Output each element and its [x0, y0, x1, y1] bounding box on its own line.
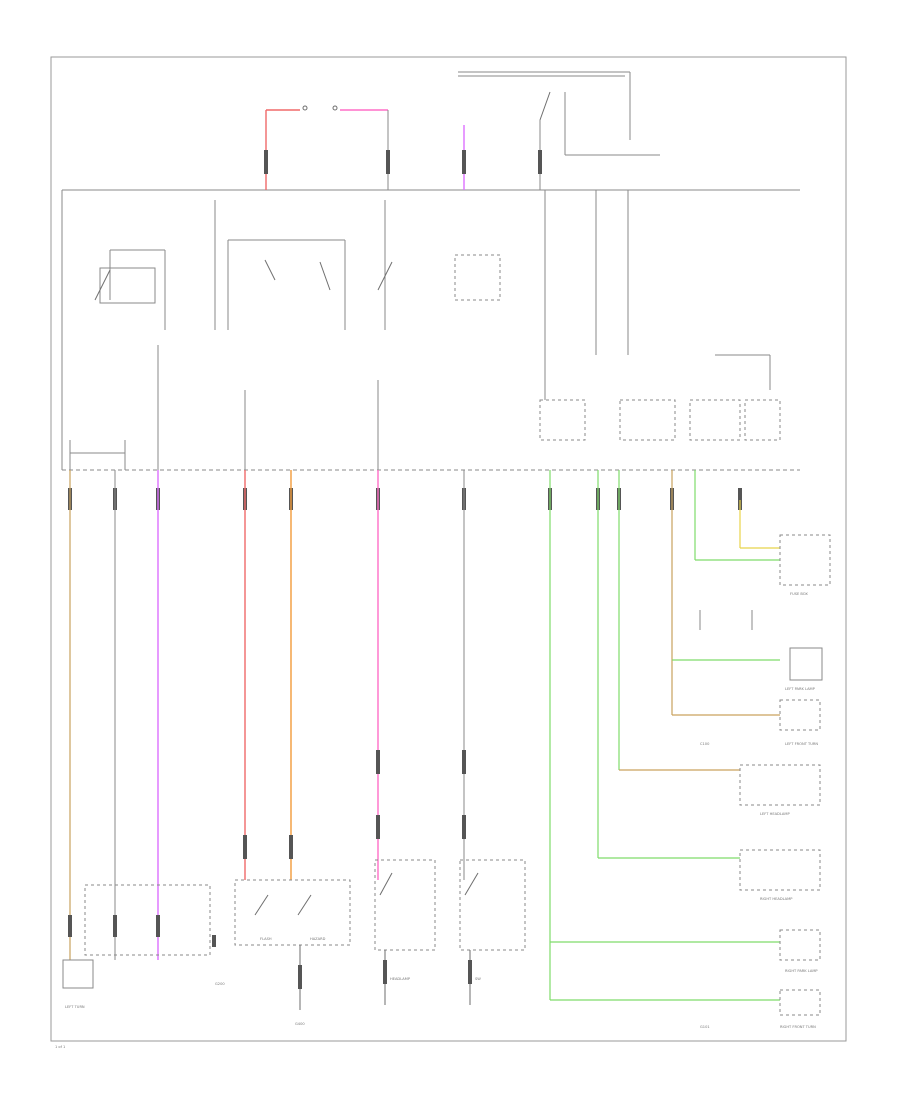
label-left-park-lamp: LEFT PARK LAMP — [785, 687, 816, 691]
left-relay — [94, 200, 216, 330]
top-bus — [61, 189, 800, 470]
label-sw: SW — [475, 977, 481, 981]
label-right-front-turn: RIGHT FRONT TURN — [780, 1025, 816, 1029]
center-switch-block — [227, 200, 501, 330]
label-left-front-turn: LEFT FRONT TURN — [785, 742, 818, 746]
label-headlamp: HEADLAMP — [390, 977, 411, 981]
label-right-headlamp: RIGHT HEADLAMP — [760, 897, 793, 901]
bottom-devices — [62, 859, 526, 1010]
bus-connectors — [68, 488, 742, 510]
labels: LEFT TURN G200 G400 FLASH HAZARD HEADLAM… — [55, 592, 818, 1049]
top-fuse-module — [264, 105, 466, 190]
drops-to-lower-bus — [157, 190, 771, 470]
label-g400: G400 — [295, 1022, 305, 1026]
right-lamp-wiring — [549, 470, 780, 1001]
label-g200: G200 — [215, 982, 225, 986]
label-right-park-lamp: RIGHT PARK LAMP — [785, 969, 818, 973]
lower-bus — [62, 440, 800, 471]
label-flash: FLASH — [260, 937, 272, 941]
lamp-boxes — [739, 534, 831, 1016]
label-fuse-box: FUSE BOX — [790, 592, 808, 596]
diagram-frame — [50, 56, 847, 1042]
label-g101: G101 — [700, 1025, 710, 1029]
long-wires — [69, 470, 466, 960]
label-footer: 1 of 1 — [55, 1045, 65, 1049]
right-modules — [539, 399, 781, 441]
label-hazard: HAZARD — [310, 937, 326, 941]
top-right-switch — [458, 71, 660, 355]
label-left-headlamp: LEFT HEADLAMP — [760, 812, 790, 816]
label-left-turn: LEFT TURN — [65, 1005, 85, 1009]
label-c100: C100 — [700, 742, 710, 746]
